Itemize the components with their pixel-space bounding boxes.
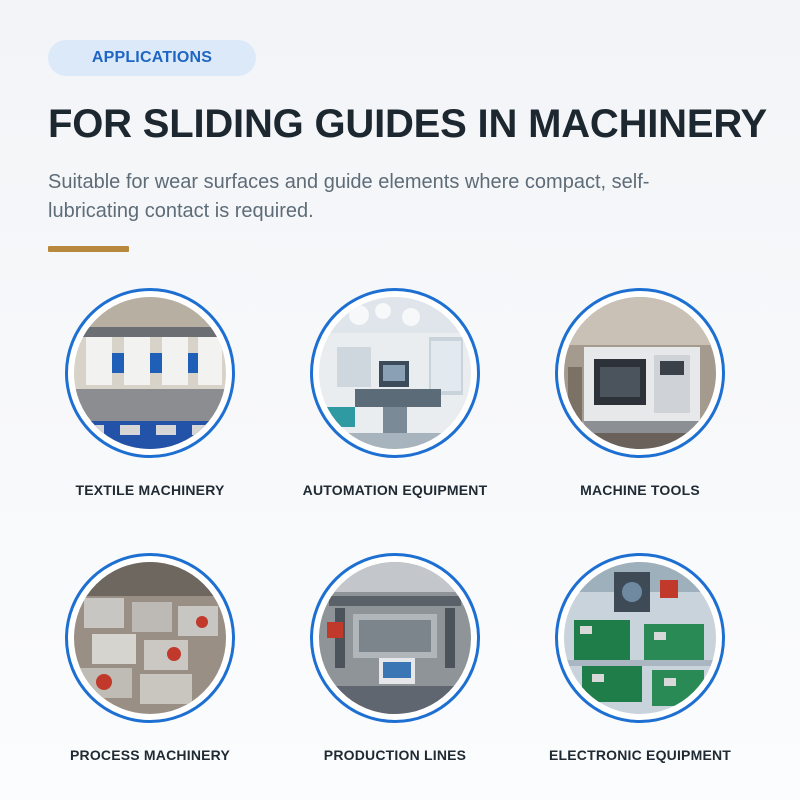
application-label: AUTOMATION EQUIPMENT	[302, 482, 488, 498]
production-lines-image	[310, 553, 480, 723]
application-label: ELECTRONIC EQUIPMENT	[548, 747, 732, 763]
application-label: MACHINE TOOLS	[580, 482, 700, 498]
textile-machinery-image	[65, 288, 235, 458]
applications-badge: APPLICATIONS	[48, 40, 256, 76]
application-label: TEXTILE MACHINERY	[75, 482, 225, 498]
accent-divider	[48, 246, 129, 252]
page-subtitle: Suitable for wear surfaces and guide ele…	[48, 171, 650, 222]
automation-equipment-image	[310, 288, 480, 458]
application-label: PRODUCTION LINES	[323, 747, 467, 763]
machine-tools-image	[555, 288, 725, 458]
page-title: FOR SLIDING GUIDES IN MACHINERY	[48, 102, 768, 146]
process-machinery-image	[65, 553, 235, 723]
electronic-equipment-image	[555, 553, 725, 723]
application-label: PROCESS MACHINERY	[69, 747, 230, 763]
applications-badge-label: APPLICATIONS	[91, 49, 213, 66]
